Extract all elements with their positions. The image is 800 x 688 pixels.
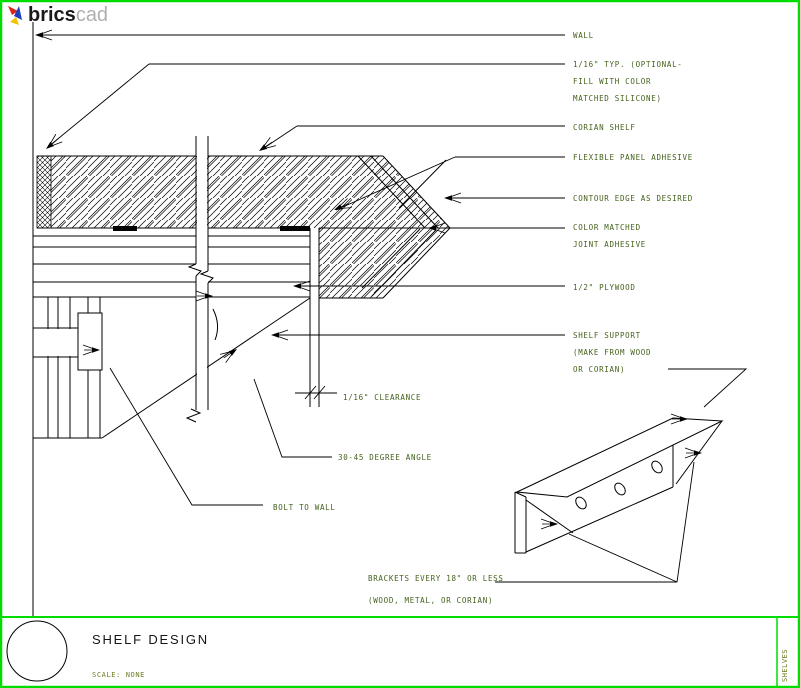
joint-adhesive-bar xyxy=(113,226,137,231)
label-bolt-to-wall: BOLT TO WALL xyxy=(273,503,336,512)
label-joint-adhesive: JOINT ADHESIVE xyxy=(573,240,646,249)
clearance-dimension xyxy=(295,385,337,400)
edge-buildup-section xyxy=(319,228,450,298)
bricscad-logo-icon xyxy=(8,5,22,25)
title-block-circle xyxy=(6,620,68,682)
bolt-plate xyxy=(77,312,103,371)
bracket-hole xyxy=(614,482,626,496)
label-typ-1: 1/16" TYP. (OPTIONAL- xyxy=(573,60,683,69)
angle-arc xyxy=(212,308,219,341)
object-lines xyxy=(32,22,450,617)
bricscad-logo: bricscad xyxy=(7,4,108,26)
sheet-side-label: SHELVES xyxy=(781,649,789,682)
label-plywood: 1/2" PLYWOOD xyxy=(573,283,636,292)
label-corian-shelf: CORIAN SHELF xyxy=(573,123,636,132)
label-brackets-2: (WOOD, METAL, OR CORIAN) xyxy=(368,596,493,605)
bricscad-logo-text: bricscad xyxy=(28,4,108,26)
label-shelf-support-3: OR CORIAN) xyxy=(573,365,625,374)
leader-lines xyxy=(40,34,748,583)
label-shelf-support-1: SHELF SUPPORT xyxy=(573,331,641,340)
logo-text-light: cad xyxy=(75,4,109,26)
contour-edge-line xyxy=(382,155,451,229)
label-wall: WALL xyxy=(573,31,594,40)
annotations: WALL 1/16" TYP. (OPTIONAL- FILL WITH COL… xyxy=(273,31,693,605)
label-shelf-support-2: (MAKE FROM WOOD xyxy=(573,348,651,357)
label-flexible-adhesive: FLEXIBLE PANEL ADHESIVE xyxy=(573,153,693,162)
drawing-title: SHELF DESIGN xyxy=(92,632,209,647)
label-clearance: 1/16" CLEARANCE xyxy=(343,393,421,402)
bracket-hole xyxy=(651,460,663,474)
label-typ-2: FILL WITH COLOR xyxy=(573,77,651,86)
title-block: SHELF DESIGN SCALE: NONE SHELVES xyxy=(0,616,800,688)
bolt-blocking xyxy=(33,312,103,371)
bracket-iso-view xyxy=(514,417,724,554)
joint-adhesive-bar xyxy=(280,226,310,231)
label-brackets-1: BRACKETS EVERY 18" OR LESS xyxy=(368,574,504,583)
drawing-scale: SCALE: NONE xyxy=(92,671,145,679)
logo-text-bold: brics xyxy=(28,4,76,26)
break-lines xyxy=(185,136,214,423)
label-angle: 30-45 DEGREE ANGLE xyxy=(338,453,432,462)
label-color-matched: COLOR MATCHED xyxy=(573,223,641,232)
label-typ-3: MATCHED SILICONE) xyxy=(573,94,662,103)
silicone-fill-strip xyxy=(36,155,52,229)
corian-shelf-section xyxy=(36,155,450,229)
label-contour-edge: CONTOUR EDGE AS DESIRED xyxy=(573,194,693,203)
bracket-hole xyxy=(575,496,587,510)
